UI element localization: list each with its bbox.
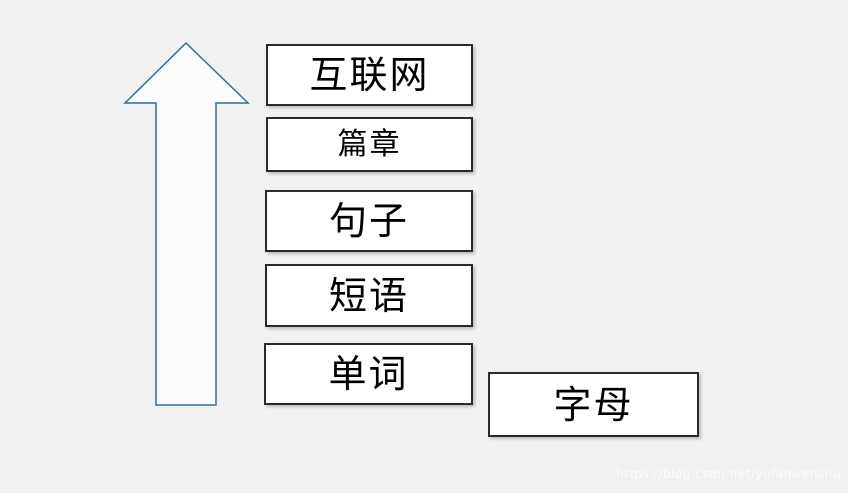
level-label-word: 单词	[328, 352, 409, 396]
level-label-letter: 字母	[553, 382, 634, 427]
level-box-sentence: 句子	[265, 190, 473, 252]
level-box-internet: 互联网	[266, 44, 473, 106]
level-label-internet: 互联网	[309, 53, 430, 97]
level-box-passage: 篇章	[266, 117, 473, 172]
level-label-passage: 篇章	[337, 126, 402, 162]
level-box-phrase: 短语	[265, 264, 473, 327]
level-label-sentence: 句子	[328, 199, 409, 243]
watermark-text: https://blog.csdn.net/yufanwenshu	[615, 467, 841, 481]
level-label-phrase: 短语	[328, 273, 409, 318]
level-box-word: 单词	[264, 343, 473, 405]
up-arrow-shape	[123, 41, 250, 406]
level-box-letter: 字母	[488, 372, 699, 437]
